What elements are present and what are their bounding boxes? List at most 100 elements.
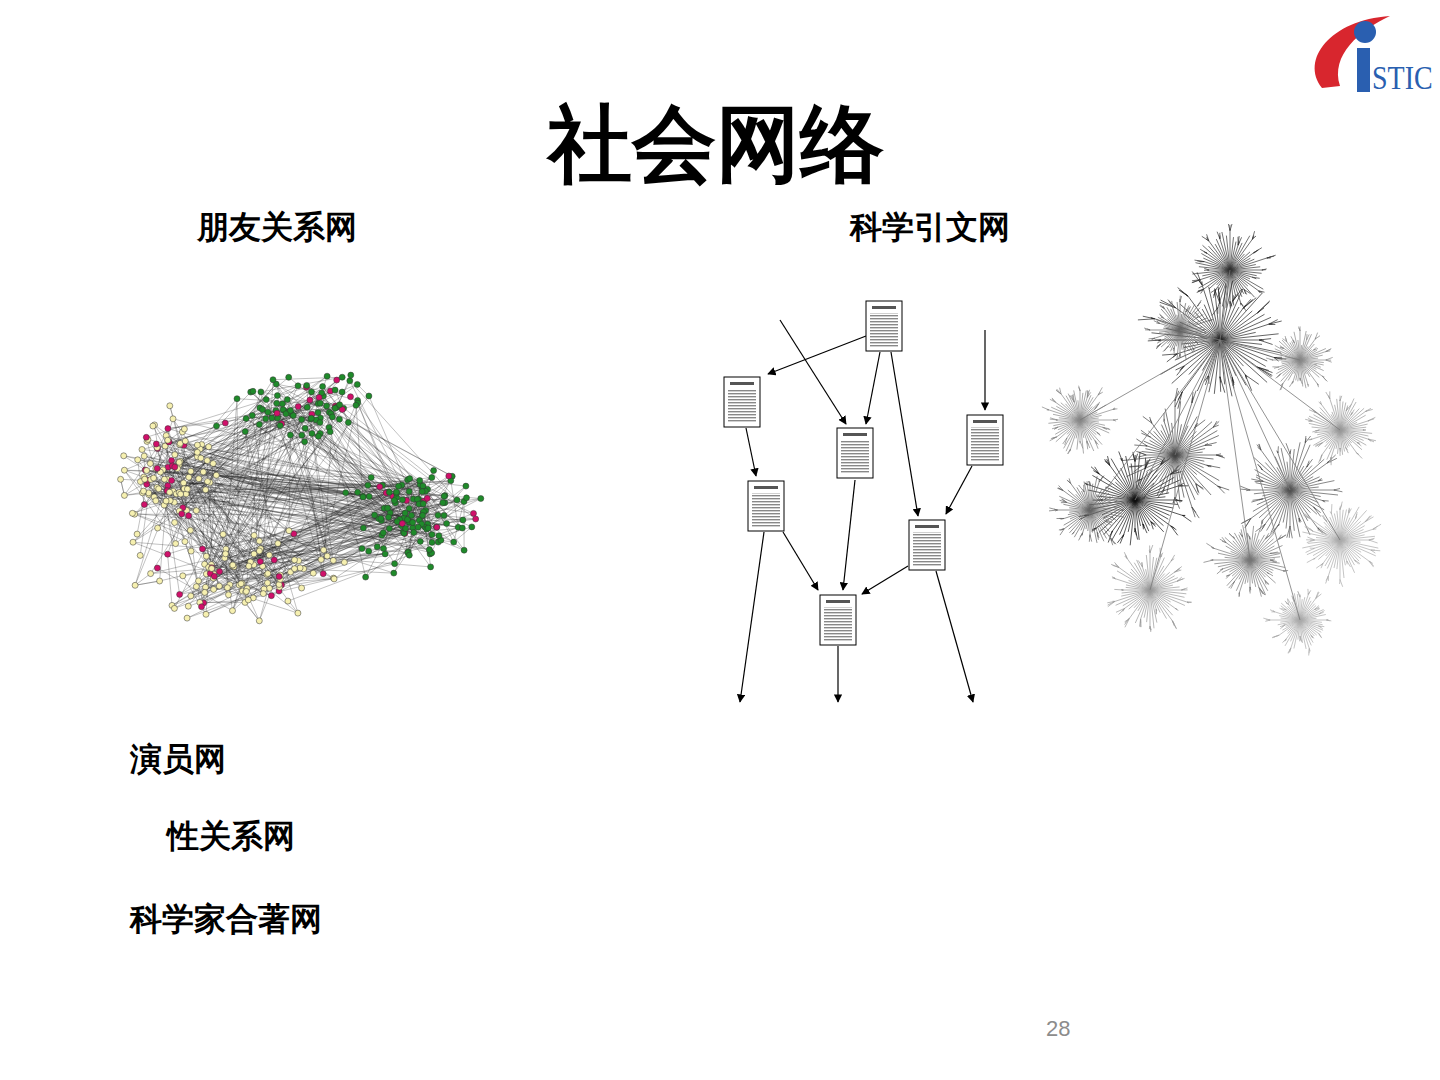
tree-twig xyxy=(1103,427,1111,429)
tree-twig xyxy=(1286,443,1290,454)
network-node xyxy=(265,580,271,586)
tree-twig xyxy=(1269,324,1273,325)
network-node xyxy=(366,393,372,399)
tree-twig xyxy=(1168,300,1176,308)
network-link xyxy=(185,377,342,541)
network-node xyxy=(331,575,337,581)
network-node xyxy=(245,597,251,603)
tree-branch xyxy=(1265,463,1290,491)
tree-branch xyxy=(1135,497,1165,500)
network-link xyxy=(251,501,425,562)
network-node xyxy=(451,539,457,545)
network-node xyxy=(435,512,441,518)
tree-twig xyxy=(1233,289,1242,302)
friendship-network xyxy=(118,372,484,624)
network-node xyxy=(292,566,298,572)
network-node xyxy=(394,489,400,495)
network-link xyxy=(189,477,334,579)
network-link xyxy=(282,500,407,585)
tree-twig xyxy=(1363,430,1365,431)
network-link xyxy=(276,384,339,419)
network-node xyxy=(171,605,177,611)
tree-twig xyxy=(1220,377,1225,393)
tree-branch xyxy=(1175,455,1218,486)
network-node xyxy=(417,478,423,484)
network-link xyxy=(214,533,383,577)
arrow xyxy=(837,646,838,702)
tree-twig xyxy=(1162,354,1177,355)
network-node xyxy=(402,510,408,516)
network-node xyxy=(142,476,148,482)
tree-branch xyxy=(1142,455,1175,479)
tree-twig xyxy=(1143,416,1152,423)
network-link xyxy=(151,380,273,574)
network-node xyxy=(182,539,188,545)
paper-lines xyxy=(728,389,756,423)
tree-twig xyxy=(1299,518,1301,523)
network-node xyxy=(381,546,387,552)
network-node xyxy=(118,476,124,482)
tree-twig xyxy=(1278,524,1279,525)
tree-twig xyxy=(1318,528,1319,529)
network-link xyxy=(156,444,429,550)
network-link xyxy=(390,513,454,542)
network-link xyxy=(203,513,406,549)
network-node xyxy=(257,559,263,565)
tree-branch xyxy=(1111,500,1135,541)
network-node xyxy=(317,420,323,426)
tree-twig xyxy=(1318,480,1322,482)
network-node xyxy=(132,582,138,588)
tree-branch xyxy=(1152,455,1175,476)
logo-ball xyxy=(1354,21,1376,43)
tree-twig xyxy=(1205,443,1217,446)
tree-twig xyxy=(1258,464,1263,470)
network-node xyxy=(260,407,266,413)
paper-icon xyxy=(866,301,902,351)
tree-twig xyxy=(1167,354,1177,362)
network-node xyxy=(442,493,448,499)
tree-branch xyxy=(1066,396,1080,420)
network-node xyxy=(243,588,249,594)
tree-twig xyxy=(1111,531,1113,533)
network-link xyxy=(180,492,397,594)
tree-branch xyxy=(1145,455,1175,497)
network-link xyxy=(358,403,397,493)
network-node xyxy=(209,566,215,572)
network-link xyxy=(419,481,451,521)
tree-twig xyxy=(1327,458,1337,463)
network-node xyxy=(184,486,190,492)
network-node xyxy=(154,465,160,471)
network-node xyxy=(324,403,330,409)
tree-branch xyxy=(1143,455,1175,491)
tree-twig xyxy=(1192,507,1195,517)
network-node xyxy=(339,374,345,380)
tree-twig xyxy=(1340,396,1341,401)
network-link xyxy=(160,515,438,581)
network-link xyxy=(383,481,451,533)
network-node xyxy=(170,416,176,422)
tree-twig xyxy=(1113,408,1118,410)
tree-twig xyxy=(1322,500,1324,502)
tree-twig xyxy=(1097,432,1101,435)
network-node xyxy=(355,489,361,495)
tree-twig xyxy=(1129,466,1141,467)
network-node xyxy=(229,562,235,568)
tree-branch xyxy=(1135,500,1164,526)
network-node xyxy=(230,608,236,614)
network-link xyxy=(135,392,251,514)
network-node xyxy=(274,393,280,399)
tree-twig xyxy=(1259,340,1273,345)
tree-twig xyxy=(1079,386,1080,391)
tree-twig xyxy=(1091,467,1099,474)
arrow xyxy=(740,532,764,702)
tree-branch xyxy=(1080,420,1084,454)
tree-twig xyxy=(1134,528,1136,532)
tree-twig xyxy=(1095,404,1099,409)
network-node xyxy=(428,564,434,570)
paper-page xyxy=(909,520,945,570)
network-node xyxy=(214,423,220,429)
network-node xyxy=(167,489,173,495)
network-node xyxy=(341,559,347,565)
tree-twig xyxy=(1329,391,1330,398)
network-node xyxy=(426,547,432,553)
